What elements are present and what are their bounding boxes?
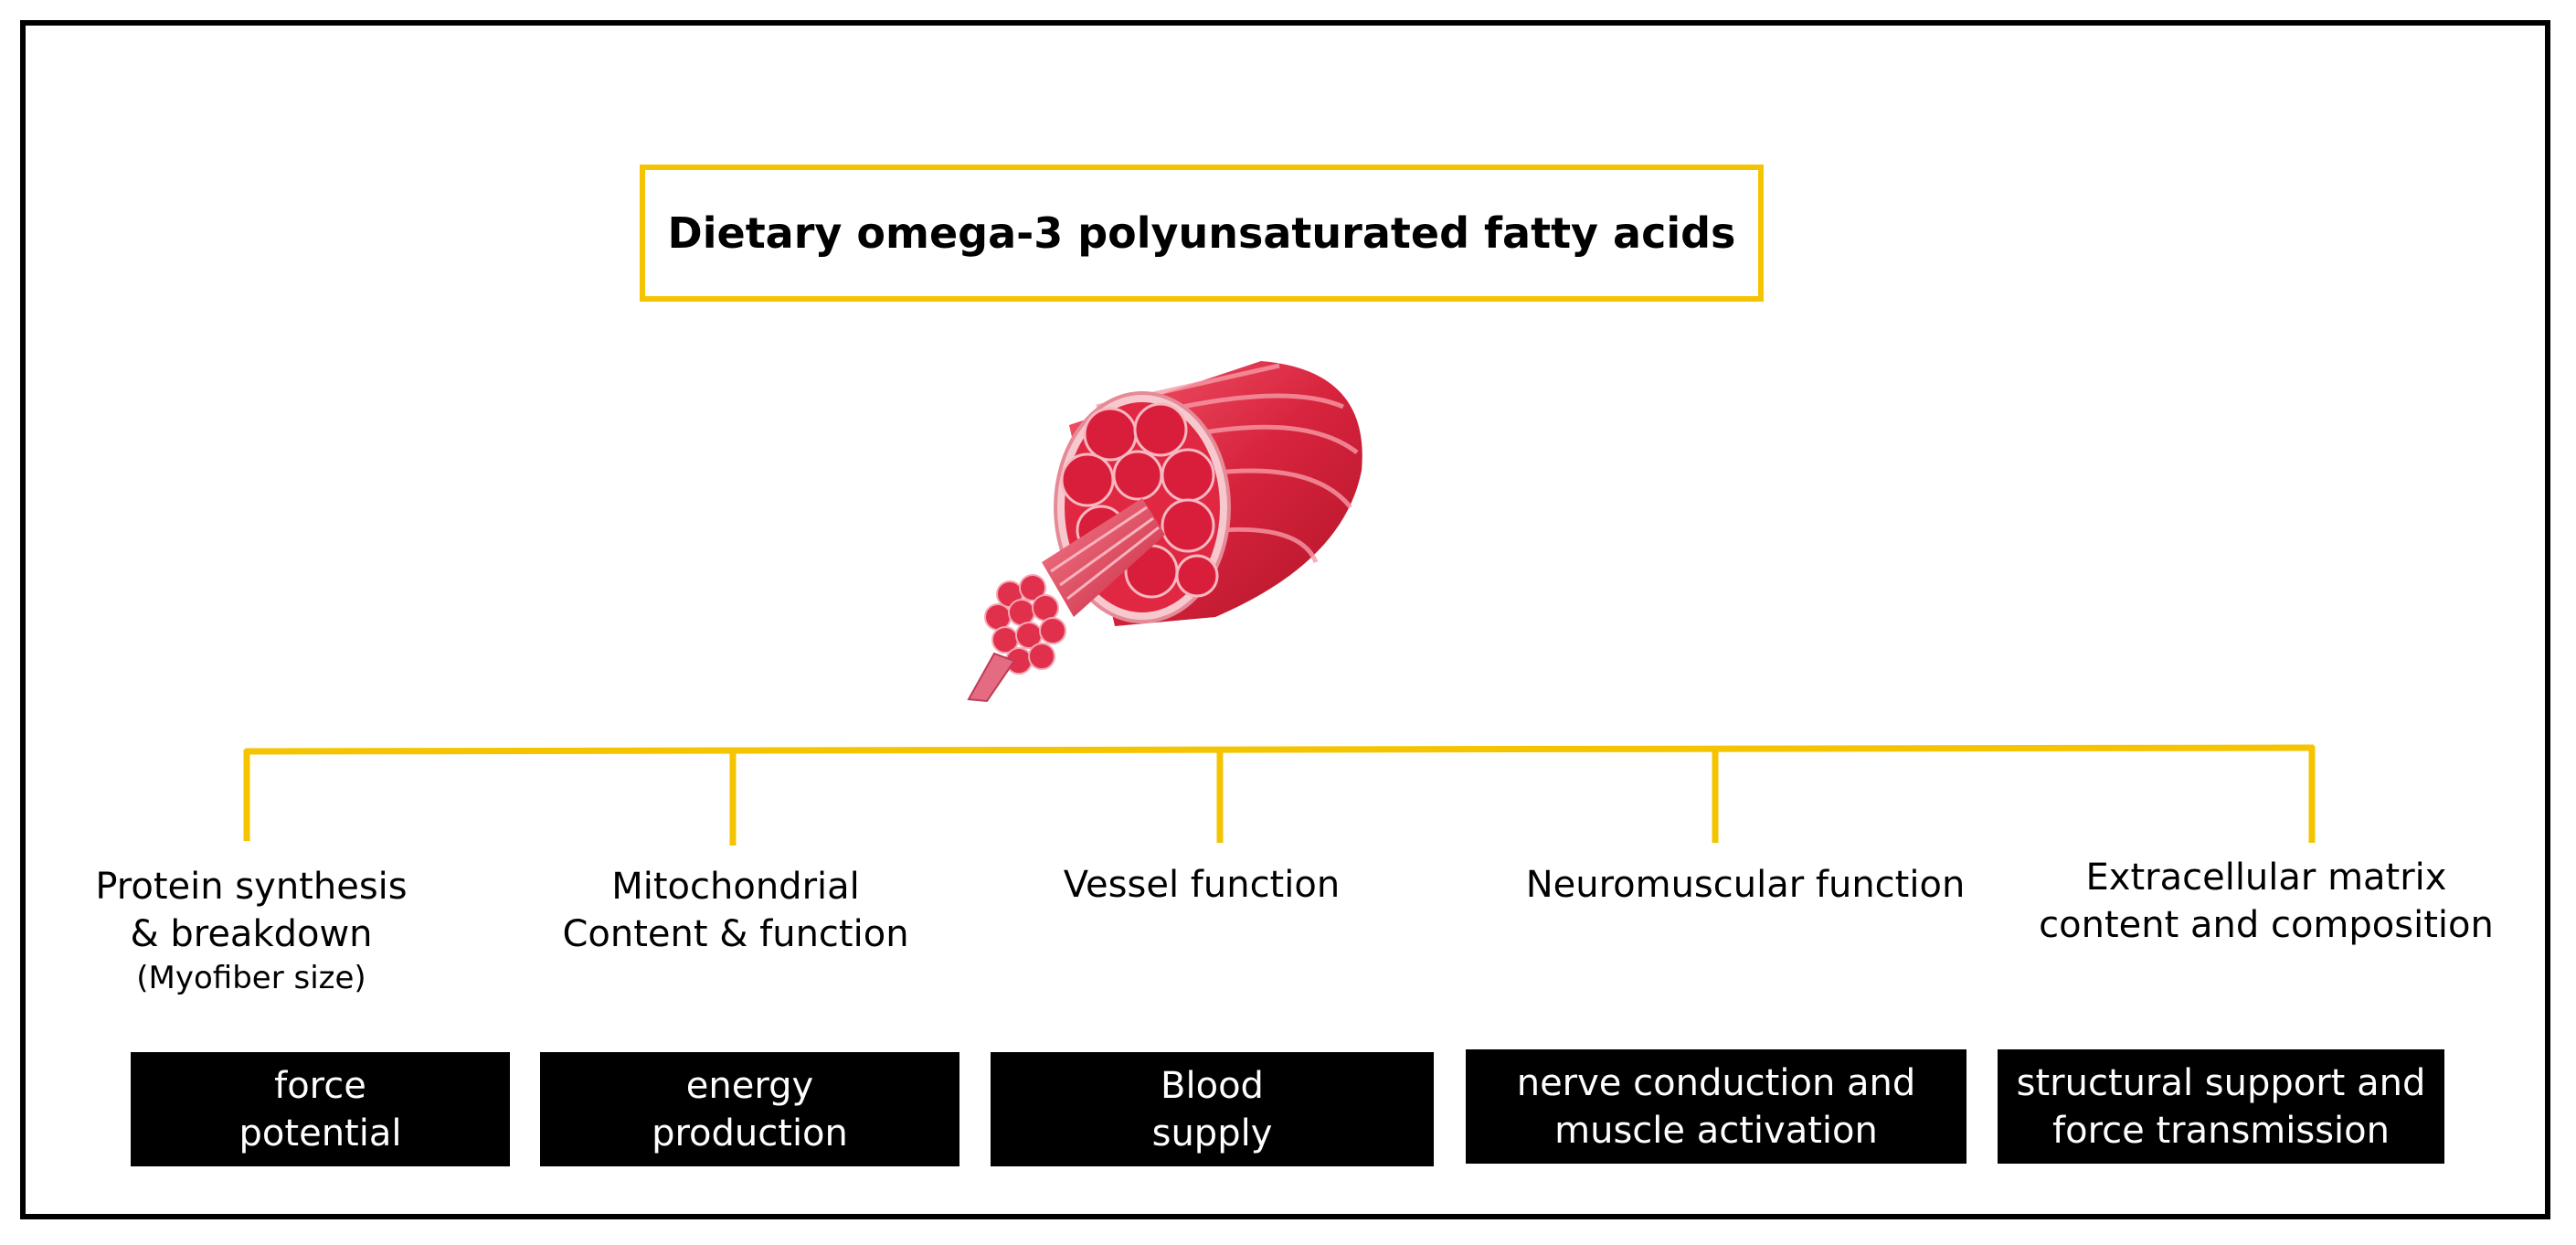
- category-4-line1: Neuromuscular function: [1525, 864, 1966, 906]
- category-vessel-function: Vessel function: [1014, 861, 1389, 909]
- category-5-line2: content and composition: [2039, 904, 2494, 946]
- outcome-box-nerve-conduction: nerve conduction and muscle activation: [1466, 1049, 1966, 1164]
- outcome-box-force-potential: force potential: [131, 1052, 510, 1166]
- outcome-4-text: nerve conduction and muscle activation: [1516, 1061, 1916, 1152]
- outcome-box-blood-supply: Blood supply: [991, 1052, 1434, 1166]
- category-1-sub: (Myofiber size): [136, 960, 366, 996]
- category-2-line1: Mitochondrial: [611, 866, 860, 908]
- category-5-line1: Extracellular matrix: [2085, 857, 2447, 899]
- figure-frame: [20, 20, 2550, 1219]
- title-box: Dietary omega-3 polyunsaturated fatty ac…: [640, 165, 1764, 302]
- outcome-5-text: structural support and force transmissio…: [2016, 1061, 2426, 1152]
- connector-horizontal: [244, 744, 2315, 755]
- title-text: Dietary omega-3 polyunsaturated fatty ac…: [667, 208, 1736, 258]
- muscle-fiber-illustration: [967, 361, 1362, 703]
- category-protein-synthesis: Protein synthesis & breakdown (Myofiber …: [64, 863, 439, 998]
- category-mitochondrial: Mitochondrial Content & function: [539, 863, 932, 958]
- category-1-line1: Protein synthesis: [95, 866, 408, 908]
- outcome-2-text: energy production: [652, 1064, 848, 1155]
- outcome-3-text: Blood supply: [1151, 1064, 1273, 1155]
- outcome-box-energy-production: energy production: [540, 1052, 959, 1166]
- category-1-line2: & breakdown: [130, 913, 373, 955]
- outcome-box-structural-support: structural support and force transmissio…: [1998, 1049, 2444, 1164]
- category-neuromuscular: Neuromuscular function: [1499, 861, 1992, 909]
- outcome-1-text: force potential: [239, 1064, 402, 1155]
- category-extracellular-matrix: Extracellular matrix content and composi…: [2010, 854, 2522, 949]
- category-2-line2: Content & function: [562, 913, 909, 955]
- category-3-line1: Vessel function: [1063, 864, 1341, 906]
